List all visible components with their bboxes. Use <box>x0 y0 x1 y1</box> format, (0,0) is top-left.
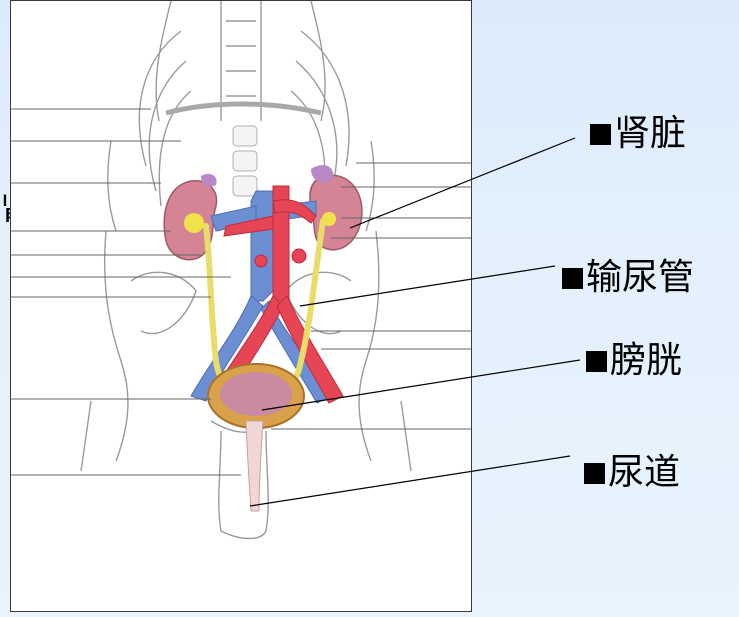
bladder-label: 膀胱 <box>586 343 682 379</box>
bullet-square-icon <box>590 124 611 145</box>
kidney-pointer-line <box>350 138 575 228</box>
urethra-label: 尿道 <box>584 455 680 491</box>
ureter-pointer-line <box>300 266 555 306</box>
bladder-label-text: 膀胱 <box>610 343 682 379</box>
bullet-square-icon <box>586 351 607 372</box>
kidney-label: 肾脏 <box>590 116 686 152</box>
urethra-pointer-line <box>250 456 570 506</box>
bullet-square-icon <box>584 463 605 484</box>
urethra-label-text: 尿道 <box>608 455 680 491</box>
kidney-label-text: 肾脏 <box>614 116 686 152</box>
bullet-square-icon <box>562 268 583 289</box>
ureter-label-text: 输尿管 <box>586 260 694 296</box>
bladder-pointer-line <box>262 360 580 410</box>
ureter-label: 输尿管 <box>562 260 694 296</box>
